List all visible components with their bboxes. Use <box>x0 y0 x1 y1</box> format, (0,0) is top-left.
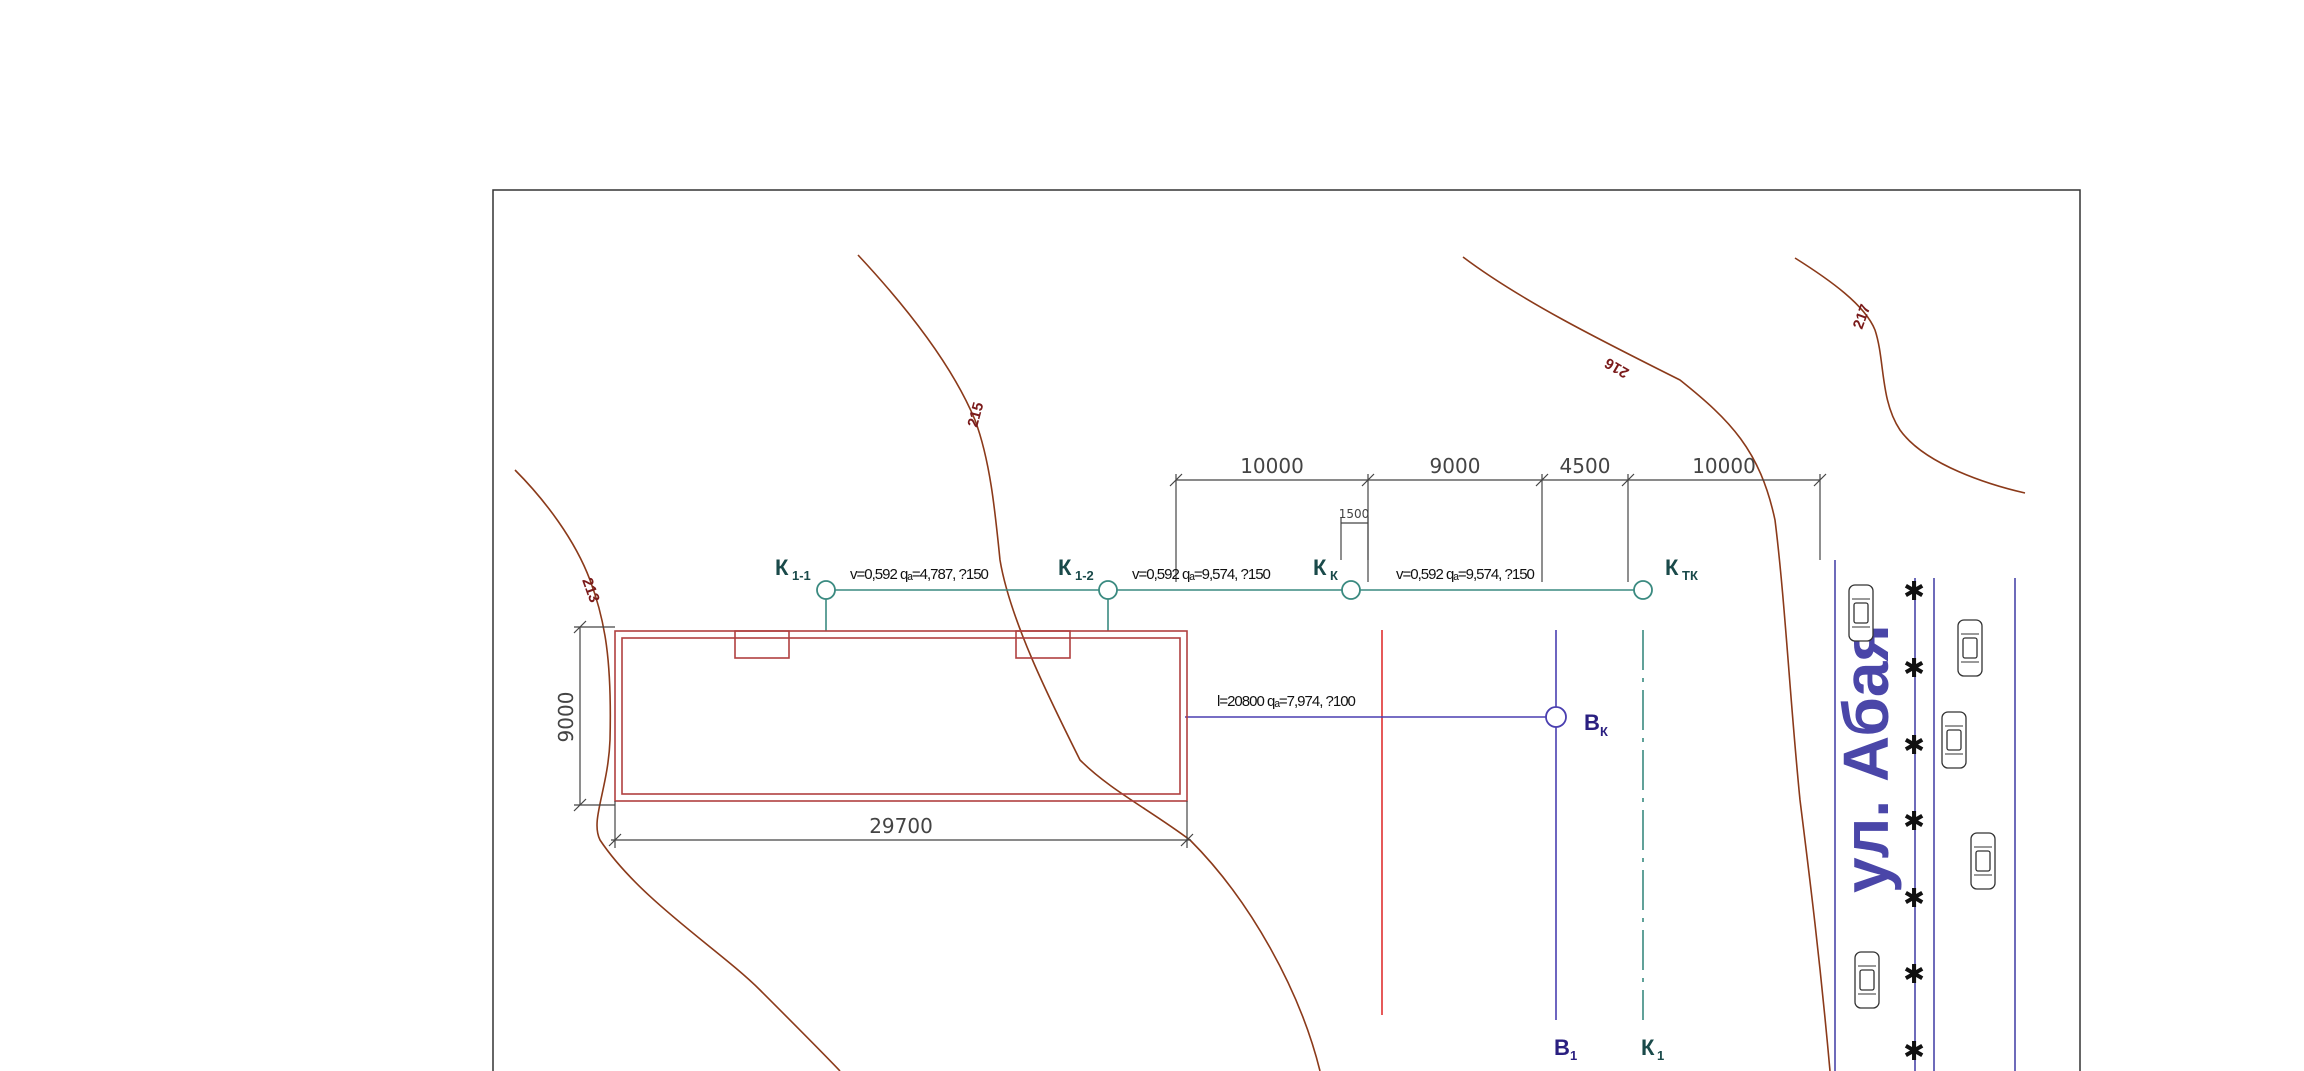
tree-icon: ✱ <box>1903 1037 1925 1067</box>
well-label-k1-2: К 1-2 <box>1058 555 1094 583</box>
dim-building-height: 9000 <box>554 692 578 743</box>
svg-text:К: К <box>1058 555 1072 580</box>
pipe-label-seg2: v=0,592 qₐ=9,574, ?150 <box>1132 566 1271 583</box>
svg-text:1-2: 1-2 <box>1075 568 1094 583</box>
well-label-k1-1: К 1-1 <box>775 555 811 583</box>
contour-label-215: 215 <box>964 400 987 429</box>
building-footprint <box>614 630 1188 802</box>
well-bk <box>1545 706 1567 728</box>
pipe-label-seg1: v=0,592 qₐ=4,787, ?150 <box>850 566 989 583</box>
tree-icon: ✱ <box>1903 807 1925 837</box>
tree-icon: ✱ <box>1903 960 1925 990</box>
well-kk <box>1341 580 1361 600</box>
dim-small-1500: 1500 <box>1339 507 1370 521</box>
dim-top-4: 10000 <box>1692 454 1756 478</box>
svg-text:К: К <box>1641 1035 1655 1060</box>
drawing-frame <box>492 189 2081 1071</box>
car-icon <box>1941 711 1967 769</box>
contour-lines: 213 215 216 217 <box>514 254 2026 1071</box>
dim-top-3: 4500 <box>1560 454 1611 478</box>
svg-text:К: К <box>775 555 789 580</box>
contour-label-217: 217 <box>1850 302 1875 331</box>
sewer-pipeline <box>816 580 1653 1020</box>
well-label-kk: К К <box>1313 555 1338 583</box>
contour-label-213: 213 <box>578 576 603 605</box>
well-ktk <box>1633 580 1653 600</box>
svg-text:К: К <box>1600 724 1608 739</box>
contour-line-217 <box>1794 257 2026 494</box>
tree-icon: ✱ <box>1903 731 1925 761</box>
pipe-label-seg3: v=0,592 qₐ=9,574, ?150 <box>1396 566 1535 583</box>
top-dimension-chain: 10000 9000 4500 10000 1500 <box>1169 454 1827 582</box>
tree-icon: ✱ <box>1903 884 1925 914</box>
dim-building-width: 29700 <box>869 814 933 838</box>
tree-icon: ✱ <box>1903 654 1925 684</box>
tree-icon: ✱ <box>1903 577 1925 607</box>
svg-text:К: К <box>1330 568 1338 583</box>
car-icon <box>1970 832 1996 890</box>
svg-text:1-1: 1-1 <box>792 568 811 583</box>
svg-text:К: К <box>1313 555 1327 580</box>
building-dimensions: 9000 29700 <box>554 620 1194 848</box>
street-trees: ✱ ✱ ✱ ✱ ✱ ✱ ✱ <box>1903 577 1925 1067</box>
svg-text:В: В <box>1554 1035 1570 1060</box>
dim-top-2: 9000 <box>1430 454 1481 478</box>
well-label-k1: К 1 <box>1641 1035 1664 1063</box>
street-name: ул. Абая <box>1830 624 1902 893</box>
car-icon <box>1848 584 1874 642</box>
well-label-bk: В К <box>1584 710 1608 739</box>
svg-text:ТК: ТК <box>1682 568 1698 583</box>
well-label-b1: В 1 <box>1554 1035 1577 1063</box>
pipe-label-water: l=20800 qₐ=7,974, ?100 <box>1217 693 1356 710</box>
well-label-ktk: К ТК <box>1665 555 1698 583</box>
contour-line-213 <box>514 469 841 1071</box>
car-icon <box>1854 951 1880 1009</box>
water-pipeline <box>1185 630 1567 1020</box>
contour-label-216: 216 <box>1602 354 1632 381</box>
car-icon <box>1957 619 1983 677</box>
street-abaya: ул. Абая ✱ ✱ ✱ ✱ ✱ ✱ ✱ <box>1830 560 2016 1071</box>
contour-line-216 <box>1462 256 1831 1071</box>
svg-text:1: 1 <box>1657 1048 1664 1063</box>
dim-top-1: 10000 <box>1240 454 1304 478</box>
svg-text:К: К <box>1665 555 1679 580</box>
contour-line-215 <box>857 254 1321 1071</box>
well-k1-1 <box>816 580 836 600</box>
svg-text:1: 1 <box>1570 1048 1577 1063</box>
well-k1-2 <box>1098 580 1118 600</box>
svg-text:В: В <box>1584 710 1600 735</box>
